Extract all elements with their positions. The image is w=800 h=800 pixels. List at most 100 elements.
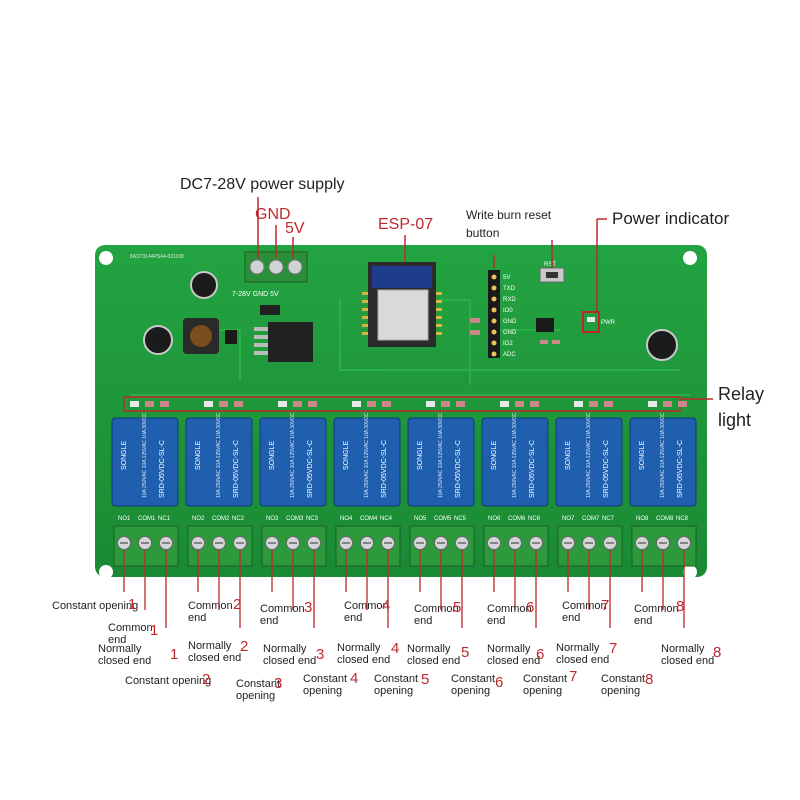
common-end-2: Common end [188, 600, 233, 624]
terminal-number: 7 [609, 640, 618, 657]
relay-model: SRD-05VDC-SL-C [381, 440, 388, 498]
nc-end-5: Normally closed end [407, 643, 461, 667]
terminal-number: 7 [601, 597, 610, 614]
svg-text:ADC: ADC [503, 352, 516, 358]
relay-led [500, 401, 509, 407]
relay-led [204, 401, 213, 407]
relay-rating: 10A 250VAC 10A 125VAC 10A 30VDC [660, 412, 666, 498]
terminal-number: 8 [645, 671, 654, 688]
relay [333, 417, 401, 507]
power-led-highlight [582, 311, 600, 333]
svg-text:IO0: IO0 [503, 308, 513, 314]
terminal-silk: COM1 [138, 516, 156, 522]
gnd-label: GND [255, 206, 291, 223]
svg-text:GND: GND [503, 319, 517, 325]
capacitor [646, 329, 678, 361]
mounting-hole [99, 565, 113, 579]
relay-model: SRD-05VDC-SL-C [159, 440, 166, 498]
power-led [587, 317, 595, 322]
mounting-hole [683, 565, 697, 579]
terminal-silk: COM3 [286, 516, 304, 522]
terminal-silk: NO1 [118, 516, 131, 522]
pin-header [488, 270, 500, 358]
constant-opening-4: Constant opening [303, 673, 348, 697]
relay-model: SRD-05VDC-SL-C [603, 440, 610, 498]
board-title-silk: 8AST3144PS44-031108 [130, 254, 184, 260]
common-end-7: Common end [562, 600, 607, 624]
relay-led [426, 401, 435, 407]
terminal-silk: NO2 [192, 516, 205, 522]
terminal-silk: COM6 [508, 516, 526, 522]
power-supply-label: DC7-28V power supply [180, 176, 345, 193]
nc-end-4: Normally closed end [337, 642, 391, 666]
relay-brand: SONGLE [269, 440, 276, 470]
terminal-silk: NO5 [414, 516, 427, 522]
mounting-hole [683, 251, 697, 265]
relay-model: SRD-05VDC-SL-C [233, 440, 240, 498]
relay-rating: 10A 250VAC 10A 125VAC 10A 30VDC [290, 412, 296, 498]
svg-text:IO2: IO2 [503, 341, 513, 347]
relay-led [574, 401, 583, 407]
terminal-number: 6 [526, 599, 535, 616]
common-end-4: Common end [344, 600, 389, 624]
nc-end-1: Normally closed end [98, 643, 152, 667]
common-end-8: Common end [634, 603, 679, 627]
relay [629, 417, 697, 507]
relay [259, 417, 327, 507]
relay-brand: SONGLE [417, 440, 424, 470]
relay-channel: SONGLE SRD-05VDC-SL-C 10A 250VAC 10A 125VA… [259, 401, 327, 567]
relay-rating: 10A 250VAC 10A 125VAC 10A 30VDC [438, 412, 444, 498]
terminal-silk: NC4 [380, 516, 393, 522]
relay-led [648, 401, 657, 407]
relay-led [130, 401, 139, 407]
terminal-silk: NC8 [676, 516, 689, 522]
relay [407, 417, 475, 507]
nc-end-6: Normally closed end [487, 643, 541, 667]
constant-opening-7: Constant opening [523, 673, 568, 697]
terminal-silk: NO7 [562, 516, 575, 522]
terminal-silk: NC7 [602, 516, 615, 522]
terminal-number: 6 [495, 674, 504, 691]
terminal-number: 8 [676, 598, 685, 615]
terminal-silk: NO3 [266, 516, 279, 522]
relay-brand: SONGLE [343, 440, 350, 470]
terminal-silk: NO8 [636, 516, 649, 522]
terminal-silk: 7-28V GND 5V [232, 291, 279, 298]
voltage-regulator [268, 322, 313, 362]
relay-brand: SONGLE [639, 440, 646, 470]
terminal-number: 5 [453, 599, 462, 616]
terminal-silk: NC1 [158, 516, 171, 522]
constant-opening-1: Constant opening [52, 600, 139, 612]
relay-led [352, 401, 361, 407]
mounting-hole [99, 251, 113, 265]
terminal-number: 4 [382, 597, 391, 614]
capacitor [143, 325, 173, 355]
terminal-number: 2 [240, 638, 249, 655]
power-indicator-label: Power indicator [612, 209, 730, 228]
terminal-silk: COM4 [360, 516, 378, 522]
svg-text:GND: GND [503, 330, 517, 336]
relay-model: SRD-05VDC-SL-C [307, 440, 314, 498]
terminal-silk: NC6 [528, 516, 541, 522]
relay-model: SRD-05VDC-SL-C [677, 440, 684, 498]
nc-end-3: Normally closed end [263, 643, 317, 667]
terminal-silk: NO4 [340, 516, 353, 522]
svg-text:TXD: TXD [503, 286, 516, 292]
constant-opening-8: Constant opening [601, 673, 646, 697]
terminal-silk: NO6 [488, 516, 501, 522]
capacitor [190, 271, 218, 299]
common-end-5: Common end [414, 603, 459, 627]
terminal-number: 1 [150, 622, 159, 639]
esp-shield-can [377, 289, 429, 341]
nc-end-8: Normally closed end [661, 643, 715, 667]
svg-text:RXD: RXD [503, 297, 516, 303]
relay-model: SRD-05VDC-SL-C [529, 440, 536, 498]
esp-label: ESP-07 [378, 216, 434, 233]
relay-brand: SONGLE [121, 440, 128, 470]
terminal-number: 1 [170, 646, 179, 663]
relay-brand: SONGLE [195, 440, 202, 470]
terminal-number: 5 [421, 671, 430, 688]
